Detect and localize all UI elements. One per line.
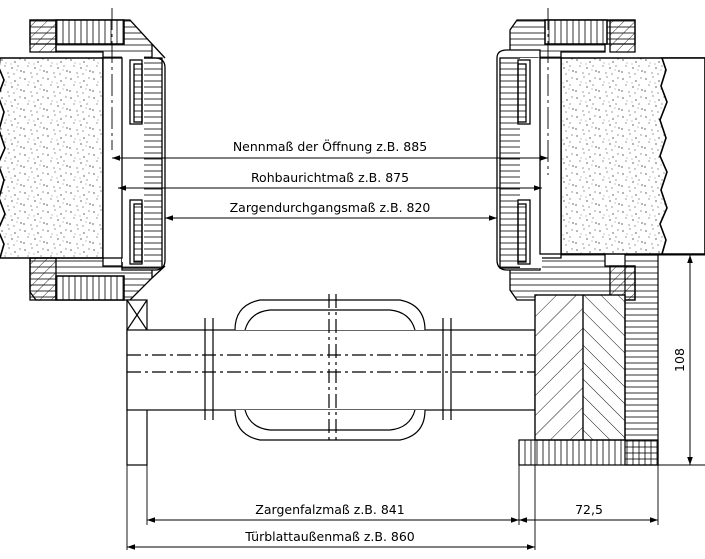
left-door-frame [29,19,166,301]
label-hoehe: 108 [672,348,687,372]
label-zargenfalzmass: Zargenfalzmaß z.B. 841 [255,502,404,517]
door-leaf-section [126,254,659,466]
label-zargendurchgangsmass: Zargendurchgangsmaß z.B. 820 [230,200,431,215]
extension-lines [111,8,705,550]
dimension-lines [112,155,693,550]
right-wall [560,57,705,255]
label-rohbaurichtmass: Rohbaurichtmaß z.B. 875 [251,170,409,185]
label-nennmass: Nennmaß der Öffnung z.B. 885 [233,138,427,154]
dimension-labels: Nennmaß der Öffnung z.B. 885 Rohbauricht… [230,138,687,544]
right-door-frame [496,19,636,301]
label-tuerblattaussenmass: Türblattaußenmaß z.B. 860 [244,529,415,544]
left-wall [0,57,104,259]
label-falz-tiefe: 72,5 [575,502,603,517]
